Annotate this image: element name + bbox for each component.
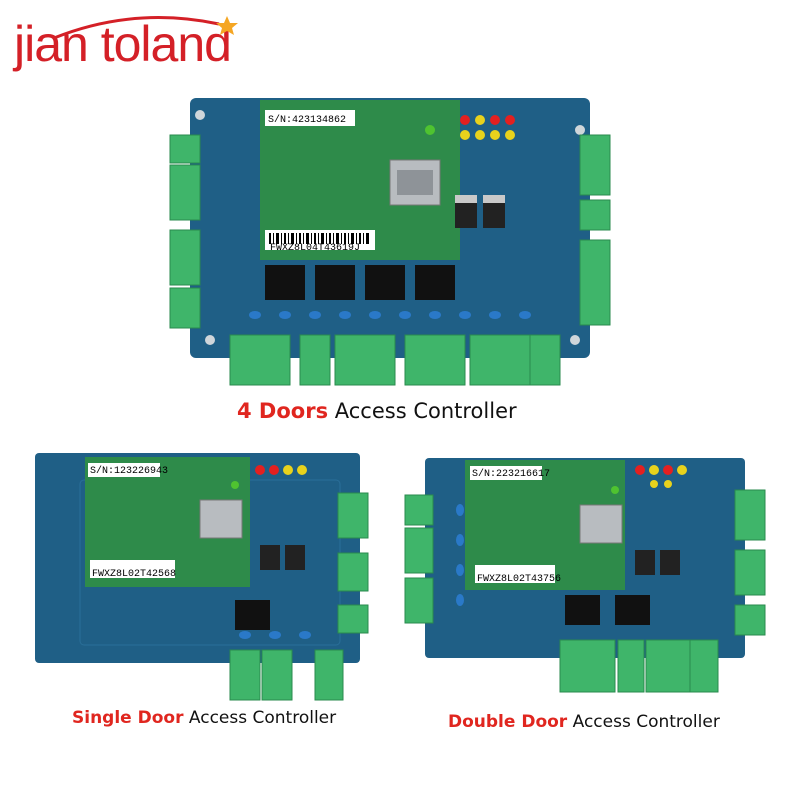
double-door-serial: S/N:223216617 (472, 468, 550, 480)
double-door-controller-image: S/N:223216617 FWXZ8L02T43756 (404, 458, 766, 693)
four-door-controller-image: S/N:423134862 FWXZ8L04T43619J (169, 98, 611, 386)
brand-logo: jian toland (14, 6, 284, 86)
single-door-caption-rest: Access Controller (183, 708, 337, 728)
mount-hole (570, 335, 580, 345)
single-door-barcode-text: FWXZ8L02T42568 (92, 569, 176, 580)
logo-swoosh-icon (53, 16, 238, 40)
double-door-barcode-text: FWXZ8L02T43756 (477, 574, 561, 585)
double-door-caption-highlight: Double Door (448, 712, 568, 732)
barcode-icon (269, 233, 369, 244)
double-door-caption-rest: Access Controller (567, 712, 720, 732)
single-door-serial: S/N:123226943 (90, 465, 168, 477)
four-door-barcode-text: FWXZ8L04T43619J (270, 243, 360, 254)
single-door-controller-image: S/N:123226943 FWXZ8L02T42568 (35, 453, 369, 701)
brand-logo-text: jian toland (14, 16, 232, 72)
single-door-caption-highlight: Single Door (72, 708, 184, 728)
double-door-caption: Double Door Access Controller (448, 712, 720, 732)
four-door-caption-rest: Access Controller (328, 399, 517, 423)
mount-hole (195, 110, 205, 120)
four-door-caption: 4 Doors Access Controller (237, 399, 517, 423)
four-door-serial: S/N:423134862 (268, 114, 346, 126)
single-door-caption: Single Door Access Controller (72, 708, 336, 728)
mount-hole (575, 125, 585, 135)
logo-star-icon (216, 16, 238, 35)
four-door-caption-highlight: 4 Doors (237, 399, 329, 423)
mount-hole (205, 335, 215, 345)
